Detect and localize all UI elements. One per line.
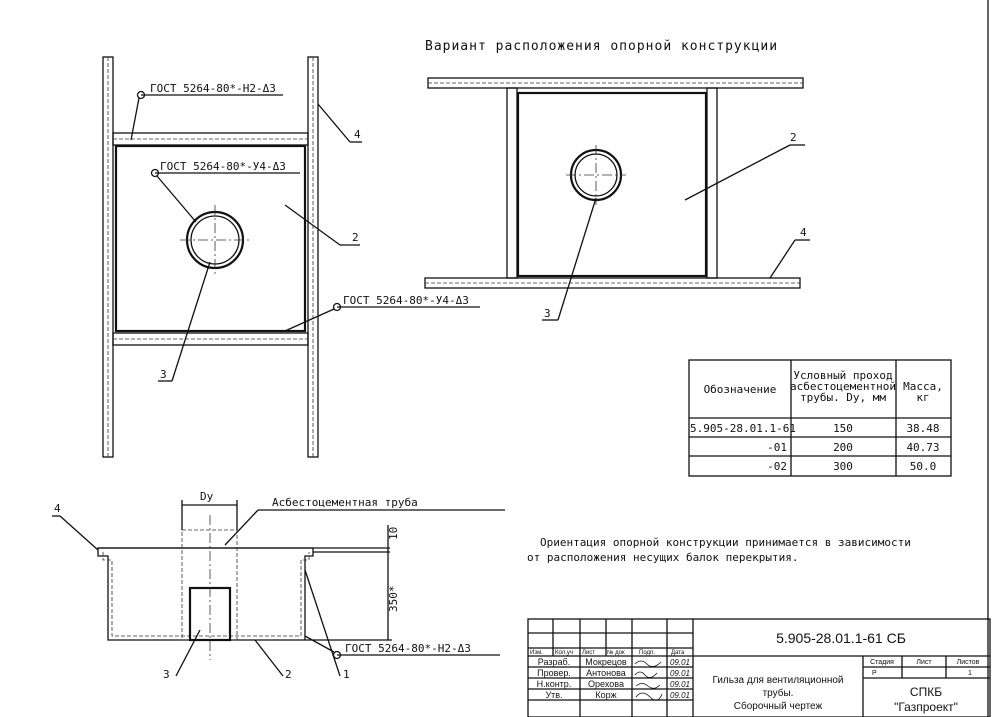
callout-4-section: 4: [54, 502, 61, 515]
cell-dy: 200: [833, 441, 853, 454]
note-line-2: от расположения несущих балок перекрытия…: [527, 551, 799, 564]
dim-dy: Dy: [200, 490, 214, 503]
col-izm: Изм.: [530, 650, 543, 656]
org-name-2: "Газпроект": [894, 700, 958, 714]
date: 09.01: [670, 691, 690, 700]
person-name: Корж: [595, 690, 616, 700]
weld-label-3: ГОСТ 5264-80*-У4-Δ3: [343, 294, 469, 307]
header-mass-1: Масса,: [903, 380, 943, 393]
role: Утв.: [545, 690, 562, 700]
header-dy-1: Условный проход: [793, 369, 893, 382]
callout-4: 4: [354, 128, 361, 141]
callout-2-section: 2: [285, 668, 292, 681]
doc-name-2: трубы.: [763, 687, 794, 699]
plan-view-left: ГОСТ 5264-80*-Н2-Δ3 ГОСТ 5264-80*-У4-Δ3 …: [102, 56, 480, 458]
cell-designation: -02: [767, 460, 787, 473]
stage-label: Стадия: [870, 659, 894, 666]
cell-mass: 50.0: [910, 460, 937, 473]
header-mass-2: кг: [916, 391, 929, 404]
plate-2: [114, 144, 307, 333]
callout-3-variant: 3: [544, 307, 551, 320]
cell-designation: -01: [767, 441, 787, 454]
callout-1: 1: [343, 668, 350, 681]
col-podp: Подп.: [639, 650, 655, 656]
callout-3: 3: [160, 368, 167, 381]
col-ndok: № док: [607, 649, 625, 656]
stage-value: Р: [872, 670, 877, 677]
date: 09.01: [670, 658, 690, 667]
callout-2-variant: 2: [790, 131, 797, 144]
person-name: Орехова: [588, 679, 624, 689]
callout-2: 2: [352, 231, 359, 244]
role: Разраб.: [538, 657, 570, 667]
org-name-1: СПКБ: [910, 685, 942, 699]
mass-table: Обозначение Условный проход асбестоцемен…: [688, 359, 952, 477]
date: 09.01: [670, 680, 690, 689]
weld-label-4: ГОСТ 5264-80*-Н2-Δ3: [345, 642, 471, 655]
cell-dy: 300: [833, 460, 853, 473]
dim-10: 10: [387, 527, 400, 540]
header-dy-3: трубы. Dy, мм: [800, 391, 886, 404]
weld-label-2: ГОСТ 5264-80*-У4-Δ3: [160, 160, 286, 173]
role: Провер.: [537, 668, 571, 678]
person-name: Мокрецов: [585, 657, 627, 667]
plan-view-variant: Вариант расположения опорной конструкции…: [424, 39, 810, 321]
cell-designation: 5.905-28.01.1-61: [690, 422, 796, 435]
person-name: Антонова: [586, 668, 626, 678]
role: Н.контр.: [537, 679, 572, 689]
col-list: Лист: [582, 650, 595, 656]
doc-name-1: Гильза для вентиляционной: [712, 675, 843, 686]
sheet-label: Лист: [916, 659, 932, 666]
callout-4-variant: 4: [800, 226, 807, 239]
title-block: 5.905-28.01.1-61 СБ Изм. Кол.уч Лист № д…: [527, 618, 991, 717]
doc-number: 5.905-28.01.1-61 СБ: [776, 630, 906, 646]
pipe-label: Асбестоцементная труба: [272, 496, 418, 509]
plate-2-variant: [516, 91, 708, 278]
doc-name-3: Сборочный чертеж: [734, 700, 823, 712]
variant-title: Вариант расположения опорной конструкции: [425, 39, 778, 54]
sheets-label: Листов: [957, 659, 980, 666]
callout-3-section: 3: [163, 668, 170, 681]
date: 09.01: [670, 669, 690, 678]
dim-350: 350*: [387, 586, 400, 613]
weld-label-1: ГОСТ 5264-80*-Н2-Δ3: [150, 82, 276, 95]
header-dy-2: асбестоцементной: [790, 380, 896, 393]
cell-mass: 40.73: [906, 441, 939, 454]
cell-dy: 150: [833, 422, 853, 435]
col-data: Дата: [671, 650, 685, 656]
col-kol: Кол.уч: [555, 650, 573, 656]
sheets-value: 1: [968, 670, 972, 677]
header-designation: Обозначение: [704, 383, 777, 396]
note-line-1: Ориентация опорной конструкции принимает…: [540, 536, 911, 549]
signatures: [634, 660, 663, 701]
section-view: Dy Асбестоцементная труба 10 350* 4 ГОСТ…: [52, 490, 505, 681]
cell-mass: 38.48: [906, 422, 939, 435]
